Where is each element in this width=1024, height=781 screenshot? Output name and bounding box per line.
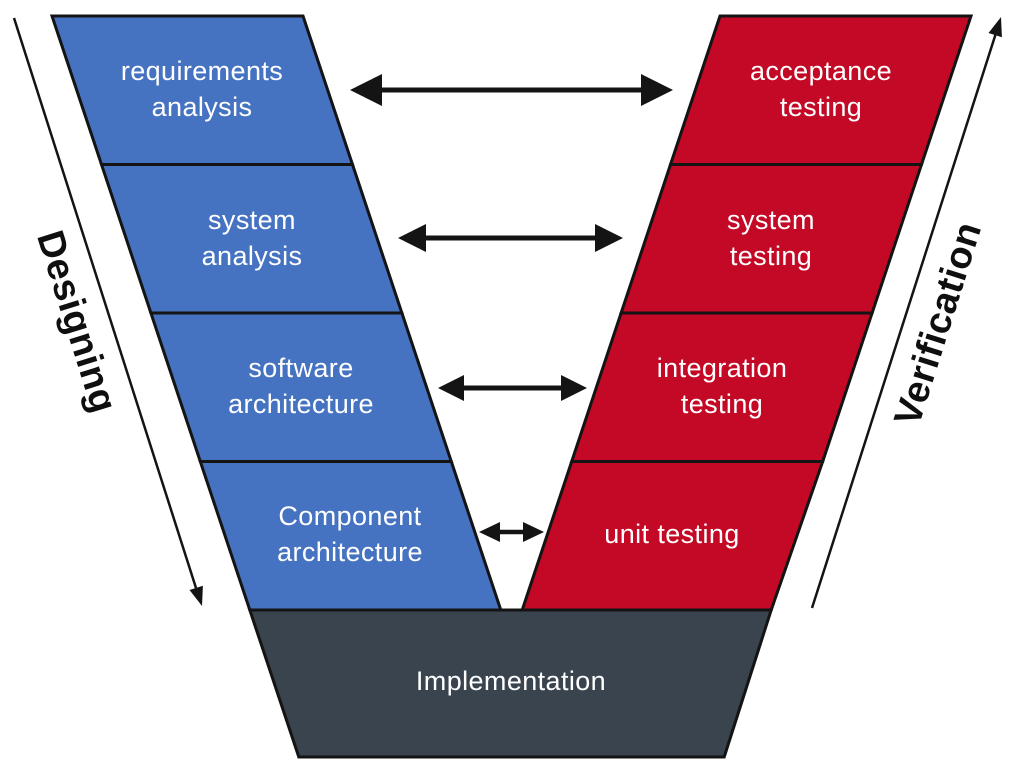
- left-arrowhead-icon: [479, 522, 500, 542]
- verification-arrowhead-icon: [988, 17, 1002, 38]
- block-implementation: [247, 608, 774, 759]
- label-system-analysis: system analysis: [201, 205, 303, 271]
- right-arrowhead-icon: [561, 375, 587, 401]
- designing-arrowhead-icon: [189, 585, 203, 606]
- left-arrowhead-icon: [398, 224, 426, 252]
- arrow-system-analysis-system-testing: [398, 224, 623, 252]
- label-component-architecture: Component architecture: [277, 501, 423, 567]
- right-arrowhead-icon: [595, 224, 623, 252]
- left-arrowhead-icon: [350, 74, 382, 106]
- right-arrowhead-icon: [641, 74, 673, 106]
- arrow-requirements-acceptance: [350, 74, 673, 106]
- label-acceptance-testing: acceptance testing: [749, 56, 893, 122]
- label-implementation: Implementation: [415, 666, 607, 697]
- designing-axis-arrow: [12, 17, 203, 606]
- left-arrowhead-icon: [438, 375, 464, 401]
- arrow-component-architecture-unit-testing: [479, 522, 544, 542]
- label-system-testing: system testing: [727, 205, 815, 271]
- right-arrowhead-icon: [523, 522, 544, 542]
- verification-axis-arrow: [810, 17, 1002, 609]
- designing-axis-line: [12, 17, 198, 589]
- arrow-software-architecture-integration-testing: [438, 375, 587, 401]
- label-integration-testing: integration testing: [656, 353, 788, 419]
- verification-axis-line: [810, 32, 998, 609]
- label-software-architecture: software architecture: [228, 353, 374, 419]
- label-unit-testing: unit testing: [604, 519, 740, 550]
- label-requirements-analysis: requirements analysis: [120, 56, 284, 122]
